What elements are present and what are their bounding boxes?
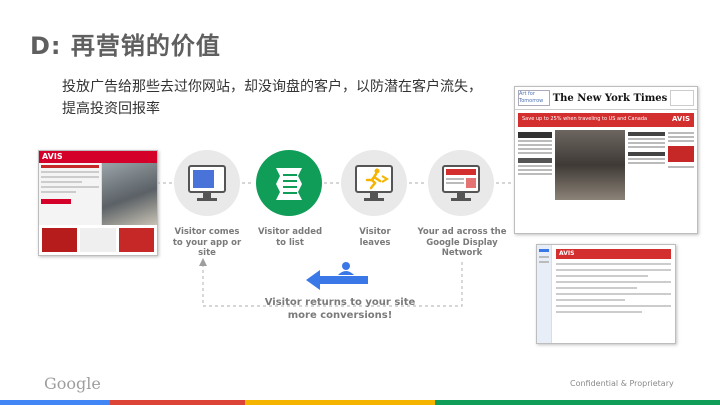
return-arrow [306, 262, 368, 290]
step2-circle [256, 150, 322, 216]
returns-label: Visitor returns to your site more conver… [264, 297, 416, 321]
nyt-site-screenshot: Art for Tomorrow The New York Times Save… [514, 86, 698, 234]
confidential-label: Confidential & Proprietary [570, 379, 674, 388]
nyt-banner-ad: Art for Tomorrow [518, 90, 550, 106]
step1-circle [174, 150, 240, 216]
color-bar-yellow [245, 400, 435, 405]
nyt-avis-ad: Save up to 25% when traveling to US and … [518, 113, 694, 127]
nyt-masthead: The New York Times [552, 92, 668, 104]
avis-site-screenshot: AVIS [38, 150, 158, 256]
color-bar-blue [0, 400, 110, 405]
step3-label: Visitor leaves [359, 227, 391, 248]
subtitle-line-2: 提高投资回报率 [62, 101, 160, 117]
step4-circle [428, 150, 494, 216]
step3-circle [341, 150, 407, 216]
email-avis-logo: AVIS [559, 250, 575, 257]
step4-label: Your ad across the Google Display Networ… [417, 227, 507, 258]
subtitle-line-1: 投放广告给那些去过你网站，却没询盘的客户，以防潜在客户流失， [62, 79, 482, 95]
email-screenshot: AVIS [536, 244, 676, 344]
google-logo: Google [44, 374, 101, 393]
avis-logo: AVIS [42, 152, 63, 161]
person-icon [342, 262, 350, 270]
visitor-leaving-icon [355, 165, 393, 201]
slide-title: D: 再营销的价值 [30, 32, 221, 60]
color-bar-green [435, 400, 720, 405]
monitor-icon [188, 165, 226, 201]
step1-label: Visitor comes to your app or site [172, 227, 242, 258]
color-bar-red [110, 400, 245, 405]
display-ad-icon [442, 165, 480, 201]
step2-label: Visitor added to list [257, 227, 323, 248]
list-scroll-icon [276, 168, 302, 200]
